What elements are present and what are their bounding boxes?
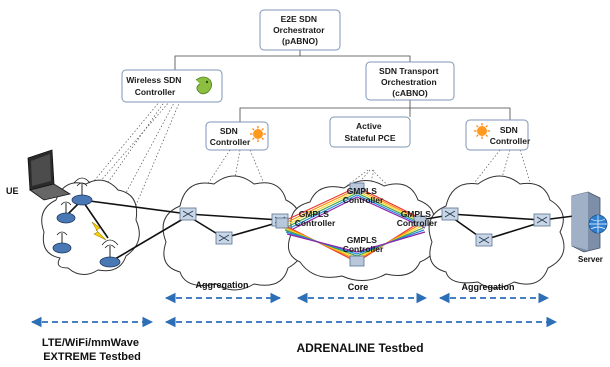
extreme-testbed-label: LTE/WiFi/mmWave EXTREME Testbed [42, 337, 142, 363]
antenna-icon [99, 239, 121, 268]
ue-label: UE [6, 186, 19, 196]
svg-text:Active Stateful PCE: Active Stateful PCE [344, 121, 395, 143]
gmpls-right-line-1: GMPLS [401, 209, 432, 219]
range-arrows [30, 292, 558, 328]
gmpls-left-line-2: Controller [295, 218, 336, 228]
sdn-controller-right-line-2: Controller [490, 136, 531, 146]
cloud-aggregation-left [162, 175, 304, 291]
cloud-aggregation-right [428, 175, 565, 289]
svg-text:SDN Controller: SDN Controller [210, 126, 251, 147]
switch-icon [179, 207, 197, 221]
switch-icon [533, 213, 551, 227]
svg-text:GMPLS Controller: GMPLS Controller [295, 209, 336, 228]
control-connectors [174, 50, 511, 122]
lightning-icon [91, 221, 107, 241]
svg-text:GMPLS Controller: GMPLS Controller [343, 186, 384, 205]
svg-text:Wireless SDN Controller: Wireless SDN Controller [126, 75, 184, 97]
transport-orchestration-line-2: Orchestration [381, 77, 437, 87]
transport-orchestration-line-3: (cABNO) [392, 88, 428, 98]
transport-orchestration-line-1: SDN Transport [379, 66, 439, 76]
adrenaline-testbed-label: ADRENALINE Testbed [296, 341, 423, 355]
sdn-controller-right-box: SDN Controller [465, 119, 531, 151]
gmpls-top-line-1: GMPLS [347, 186, 378, 196]
optical-node-icon [349, 182, 365, 194]
wireless-controller-line-1: Wireless SDN [126, 75, 181, 85]
wireless-controller-box: Wireless SDN Controller [121, 69, 223, 103]
antenna-icon [52, 231, 72, 254]
switch-icon [441, 207, 459, 221]
cloud-core [287, 180, 437, 281]
data-links [65, 199, 583, 263]
server-label: Server [578, 255, 603, 264]
orchestrator-line-1: E2E SDN [281, 14, 317, 24]
optical-node-icon [413, 215, 427, 227]
sdn-controller-left-line-1: SDN [220, 126, 238, 136]
core-label: Core [348, 282, 369, 292]
gmpls-top-line-2: Controller [343, 195, 384, 205]
active-pce-line-1: Active [356, 121, 382, 131]
svg-text:GMPLS Controller: GMPLS Controller [343, 235, 384, 254]
active-pce-box: Active Stateful PCE [329, 116, 411, 148]
active-pce-line-2: Stateful PCE [344, 133, 395, 143]
switch-icon [475, 233, 493, 247]
svg-text:E2E SDN Orchestrator: E2E SDN Orchestrator (pABNO) [273, 14, 327, 46]
svg-text:SDN Transport Orchestrat: SDN Transport Orchestration (cABNO) [379, 66, 441, 98]
aggregation-right-label: Aggregation [462, 282, 515, 292]
gmpls-controllers: GMPLS Controller GMPLS Controller GMPLS … [295, 186, 438, 254]
switch-icon [215, 231, 233, 245]
optical-node-icon [349, 255, 365, 267]
svg-text:GMPLS Controller: GMPLS Controller [397, 209, 438, 228]
extreme-testbed-line-2: EXTREME Testbed [43, 351, 141, 363]
sdn-controller-right-line-1: SDN [500, 125, 518, 135]
gmpls-right-line-2: Controller [397, 218, 438, 228]
sdn-controller-left-box: SDN Controller [205, 121, 269, 151]
gmpls-bottom-line-2: Controller [343, 244, 384, 254]
sun-logo-icon [474, 123, 490, 139]
aggregation-left-label: Aggregation [196, 280, 249, 290]
wireless-controller-line-2: Controller [135, 87, 176, 97]
orchestrator-line-2: Orchestrator [273, 25, 325, 35]
gmpls-bottom-line-1: GMPLS [347, 235, 378, 245]
ryu-logo-icon [195, 76, 212, 95]
antenna-icon [71, 177, 93, 206]
optical-node-icon [275, 217, 289, 229]
antenna-icon [56, 201, 76, 224]
sdn-controller-left-line-2: Controller [210, 137, 251, 147]
orchestrator-box: E2E SDN Orchestrator (pABNO) [259, 9, 341, 51]
sun-logo-icon [250, 126, 266, 142]
transport-orchestration-box: SDN Transport Orchestration (cABNO) [365, 61, 455, 101]
switch-icons [179, 182, 551, 267]
laptop-icon [27, 149, 72, 201]
gmpls-left-line-1: GMPLS [299, 209, 330, 219]
orchestrator-line-3: (pABNO) [282, 36, 318, 46]
server-icon [571, 191, 608, 253]
extreme-testbed-line-1: LTE/WiFi/mmWave [42, 337, 139, 349]
wireless-nodes [52, 177, 121, 268]
svg-text:SDN Controller: SDN Controller [490, 125, 531, 146]
